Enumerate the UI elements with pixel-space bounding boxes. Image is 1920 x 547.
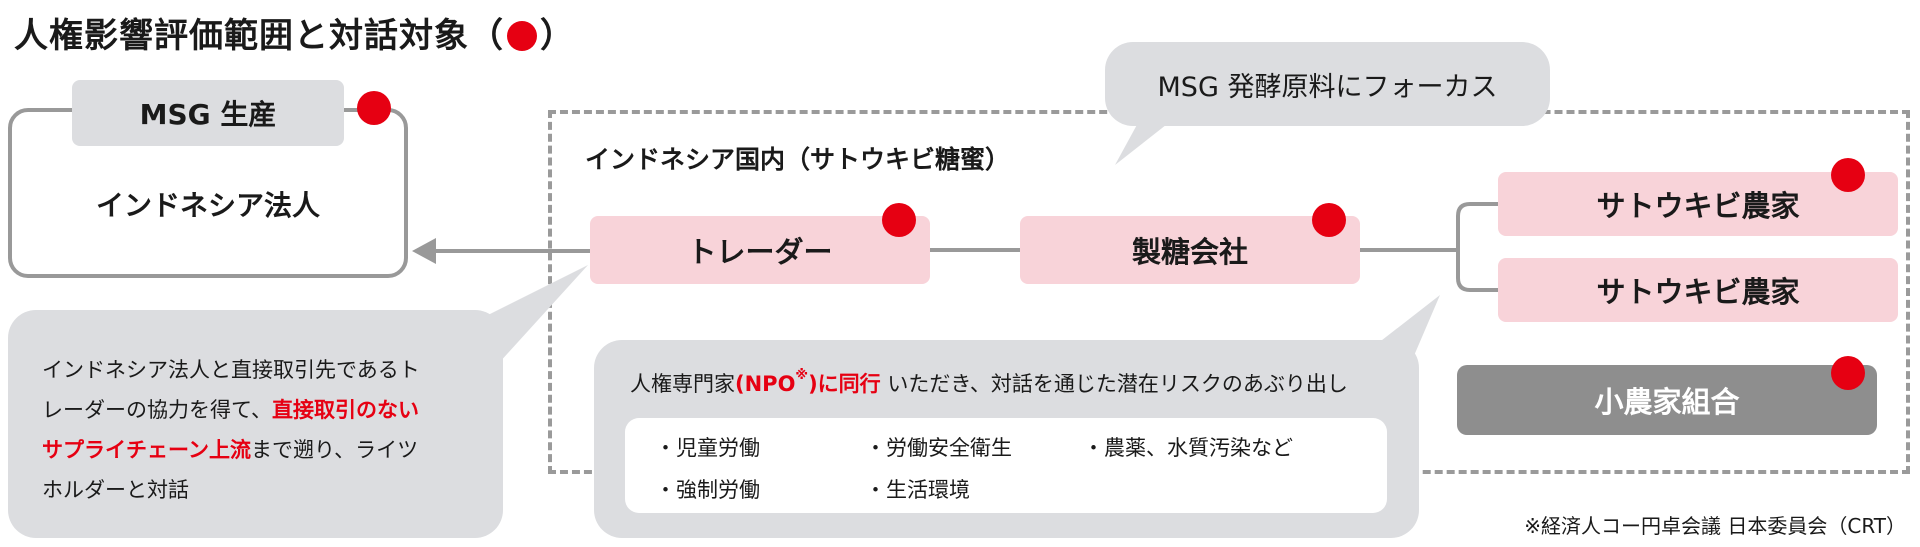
expert-prefix: 人権専門家 [630, 372, 735, 396]
region-label: インドネシア国内（サトウキビ糖蜜） [585, 145, 1011, 174]
left-bubble-line1: インドネシア法人と直接取引先であるト [42, 358, 420, 382]
red-dot-icon [507, 21, 537, 51]
risk-item: ・生活環境 [865, 478, 970, 502]
left-bubble [8, 310, 503, 538]
left-bubble-line3-red: サプライチェーン上流 [42, 438, 251, 462]
sugar-company-node: 製糖会社 [1020, 216, 1360, 284]
expert-description: 人権専門家(NPO※)に同行 いただき、対話を通じた潜在リスクのあぶり出し [630, 368, 1348, 398]
expert-npo-mark: ※ [795, 368, 809, 383]
arrow-head-icon [412, 238, 436, 264]
left-bubble-line2-red: 直接取引のない [271, 398, 419, 422]
left-bubble-tail [488, 265, 588, 375]
red-dot-icon [1312, 203, 1346, 237]
red-dot-icon [1831, 158, 1865, 192]
red-dot-icon [1831, 356, 1865, 390]
risk-item: ・児童労働 [655, 436, 760, 460]
risk-item: ・農薬、水質汚染など [1083, 436, 1293, 460]
farmer-node-1: サトウキビ農家 [1498, 172, 1898, 236]
expert-suffix: いただき、対話を通じた潜在リスクのあぶり出し [880, 372, 1348, 396]
trader-node: トレーダー [590, 216, 930, 284]
source-note: ※経済人コー円卓会議 日本委員会（CRT） [1524, 514, 1906, 538]
left-bubble-line2: レーダーの協力を得て、直接取引のない [42, 390, 482, 430]
left-bubble-line3-plain: まで遡り、ライツ [250, 438, 419, 462]
entity-label: インドネシア法人 [95, 189, 320, 222]
expert-accompany: )に同行 [808, 372, 881, 396]
red-dot-icon [882, 203, 916, 237]
farmer-node-2: サトウキビ農家 [1498, 258, 1898, 322]
page-title: 人権影響評価範囲と対話対象（ ） [14, 8, 575, 57]
risk-item: ・強制労働 [655, 478, 760, 502]
red-dot-icon [357, 91, 391, 125]
msg-production-tab: MSG 生産 [72, 80, 344, 146]
farmer-branch-line [1456, 202, 1498, 292]
title-text-end: ） [540, 16, 575, 56]
left-bubble-text: インドネシア法人と直接取引先であるト レーダーの協力を得て、直接取引のない サプ… [42, 350, 482, 510]
cooperative-node: 小農家組合 [1457, 365, 1877, 435]
expert-npo: (NPO [735, 372, 796, 396]
focus-bubble: MSG 発酵原料にフォーカス [1105, 42, 1550, 126]
left-bubble-line3: サプライチェーン上流まで遡り、ライツ [42, 430, 482, 470]
risk-list-panel [625, 418, 1387, 513]
risk-item: ・労働安全衛生 [865, 436, 1012, 460]
title-text: 人権影響評価範囲と対話対象（ [14, 16, 504, 56]
left-bubble-line4: ホルダーと対話 [42, 478, 189, 502]
left-bubble-line2-plain: レーダーの協力を得て、 [42, 398, 272, 422]
